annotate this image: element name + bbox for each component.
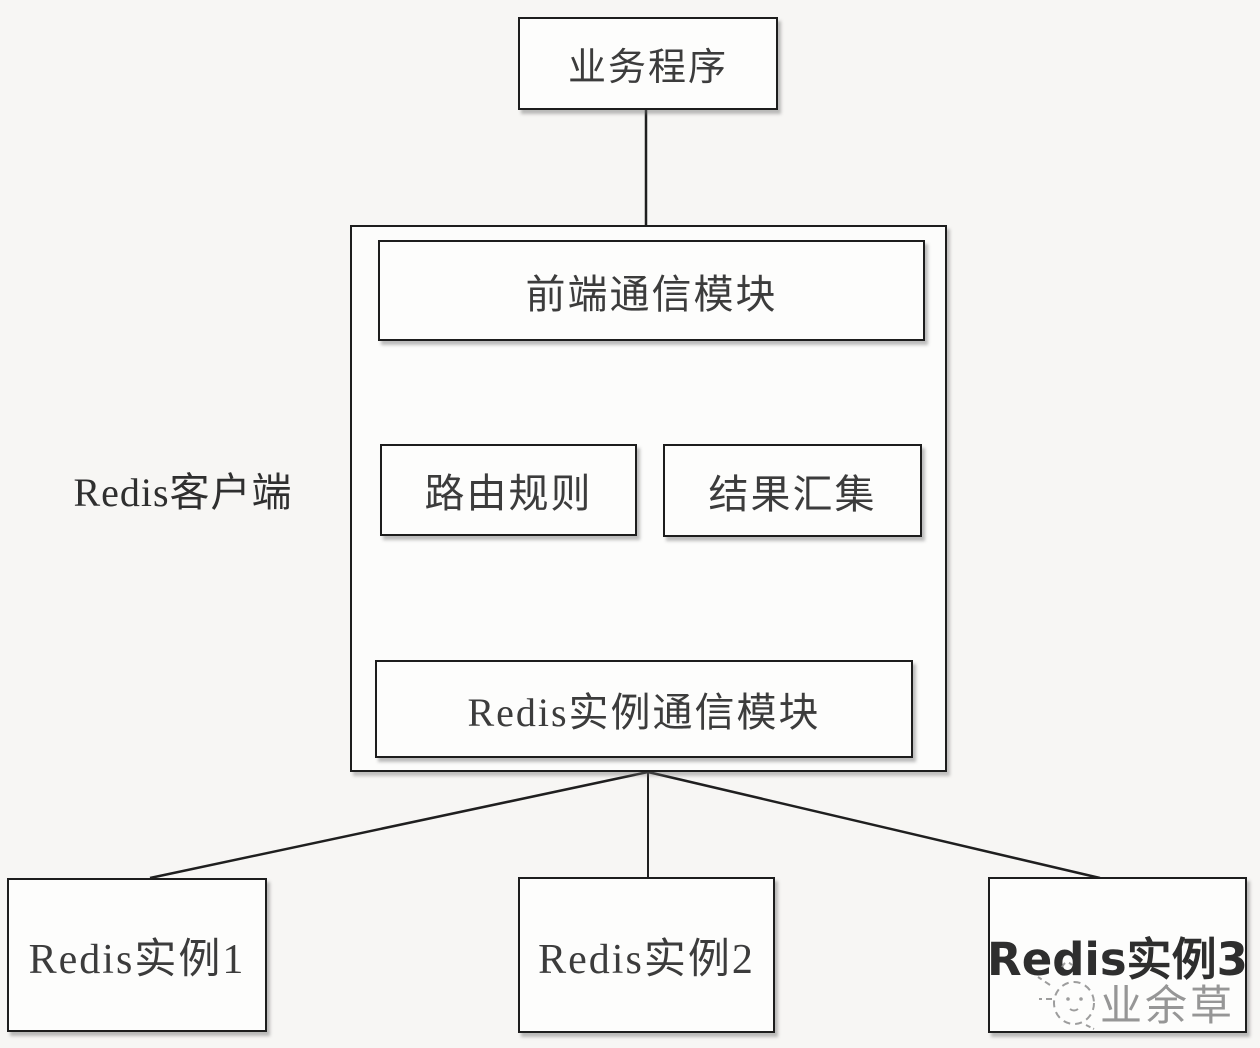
edge-client-to-instance3 [647,770,1101,880]
node-routing-rules: 路由规则 [380,444,637,536]
node-frontend-comm-module-label: 前端通信模块 [525,271,778,317]
node-redis-instance-3: Redis实例3 [987,877,1248,1033]
node-business-app: 业务程序 [518,17,778,110]
node-routing-rules-label: 路由规则 [424,471,593,516]
node-business-app-label: 业务程序 [567,47,728,89]
client-container-label: Redis客户端 [73,470,293,515]
node-result-aggregation-label: 结果汇集 [708,471,877,517]
node-redis-instance-3-label: Redis实例3 [987,932,1248,986]
node-instance-comm-module-label: Redis实例通信模块 [467,690,821,735]
node-result-aggregation: 结果汇集 [663,444,922,537]
node-redis-instance-2-label: Redis实例2 [538,936,755,983]
node-instance-comm-module: Redis实例通信模块 [375,660,913,758]
watermark-text: 业余草 [1100,981,1236,1030]
node-redis-instance-2: Redis实例2 [518,877,775,1033]
watermark-doodle-icon [1037,961,1095,1030]
node-redis-instance-1: Redis实例1 [7,878,267,1032]
node-redis-instance-1-label: Redis实例1 [28,936,246,983]
edge-client-to-instance1 [149,770,649,880]
node-frontend-comm-module: 前端通信模块 [378,240,925,341]
